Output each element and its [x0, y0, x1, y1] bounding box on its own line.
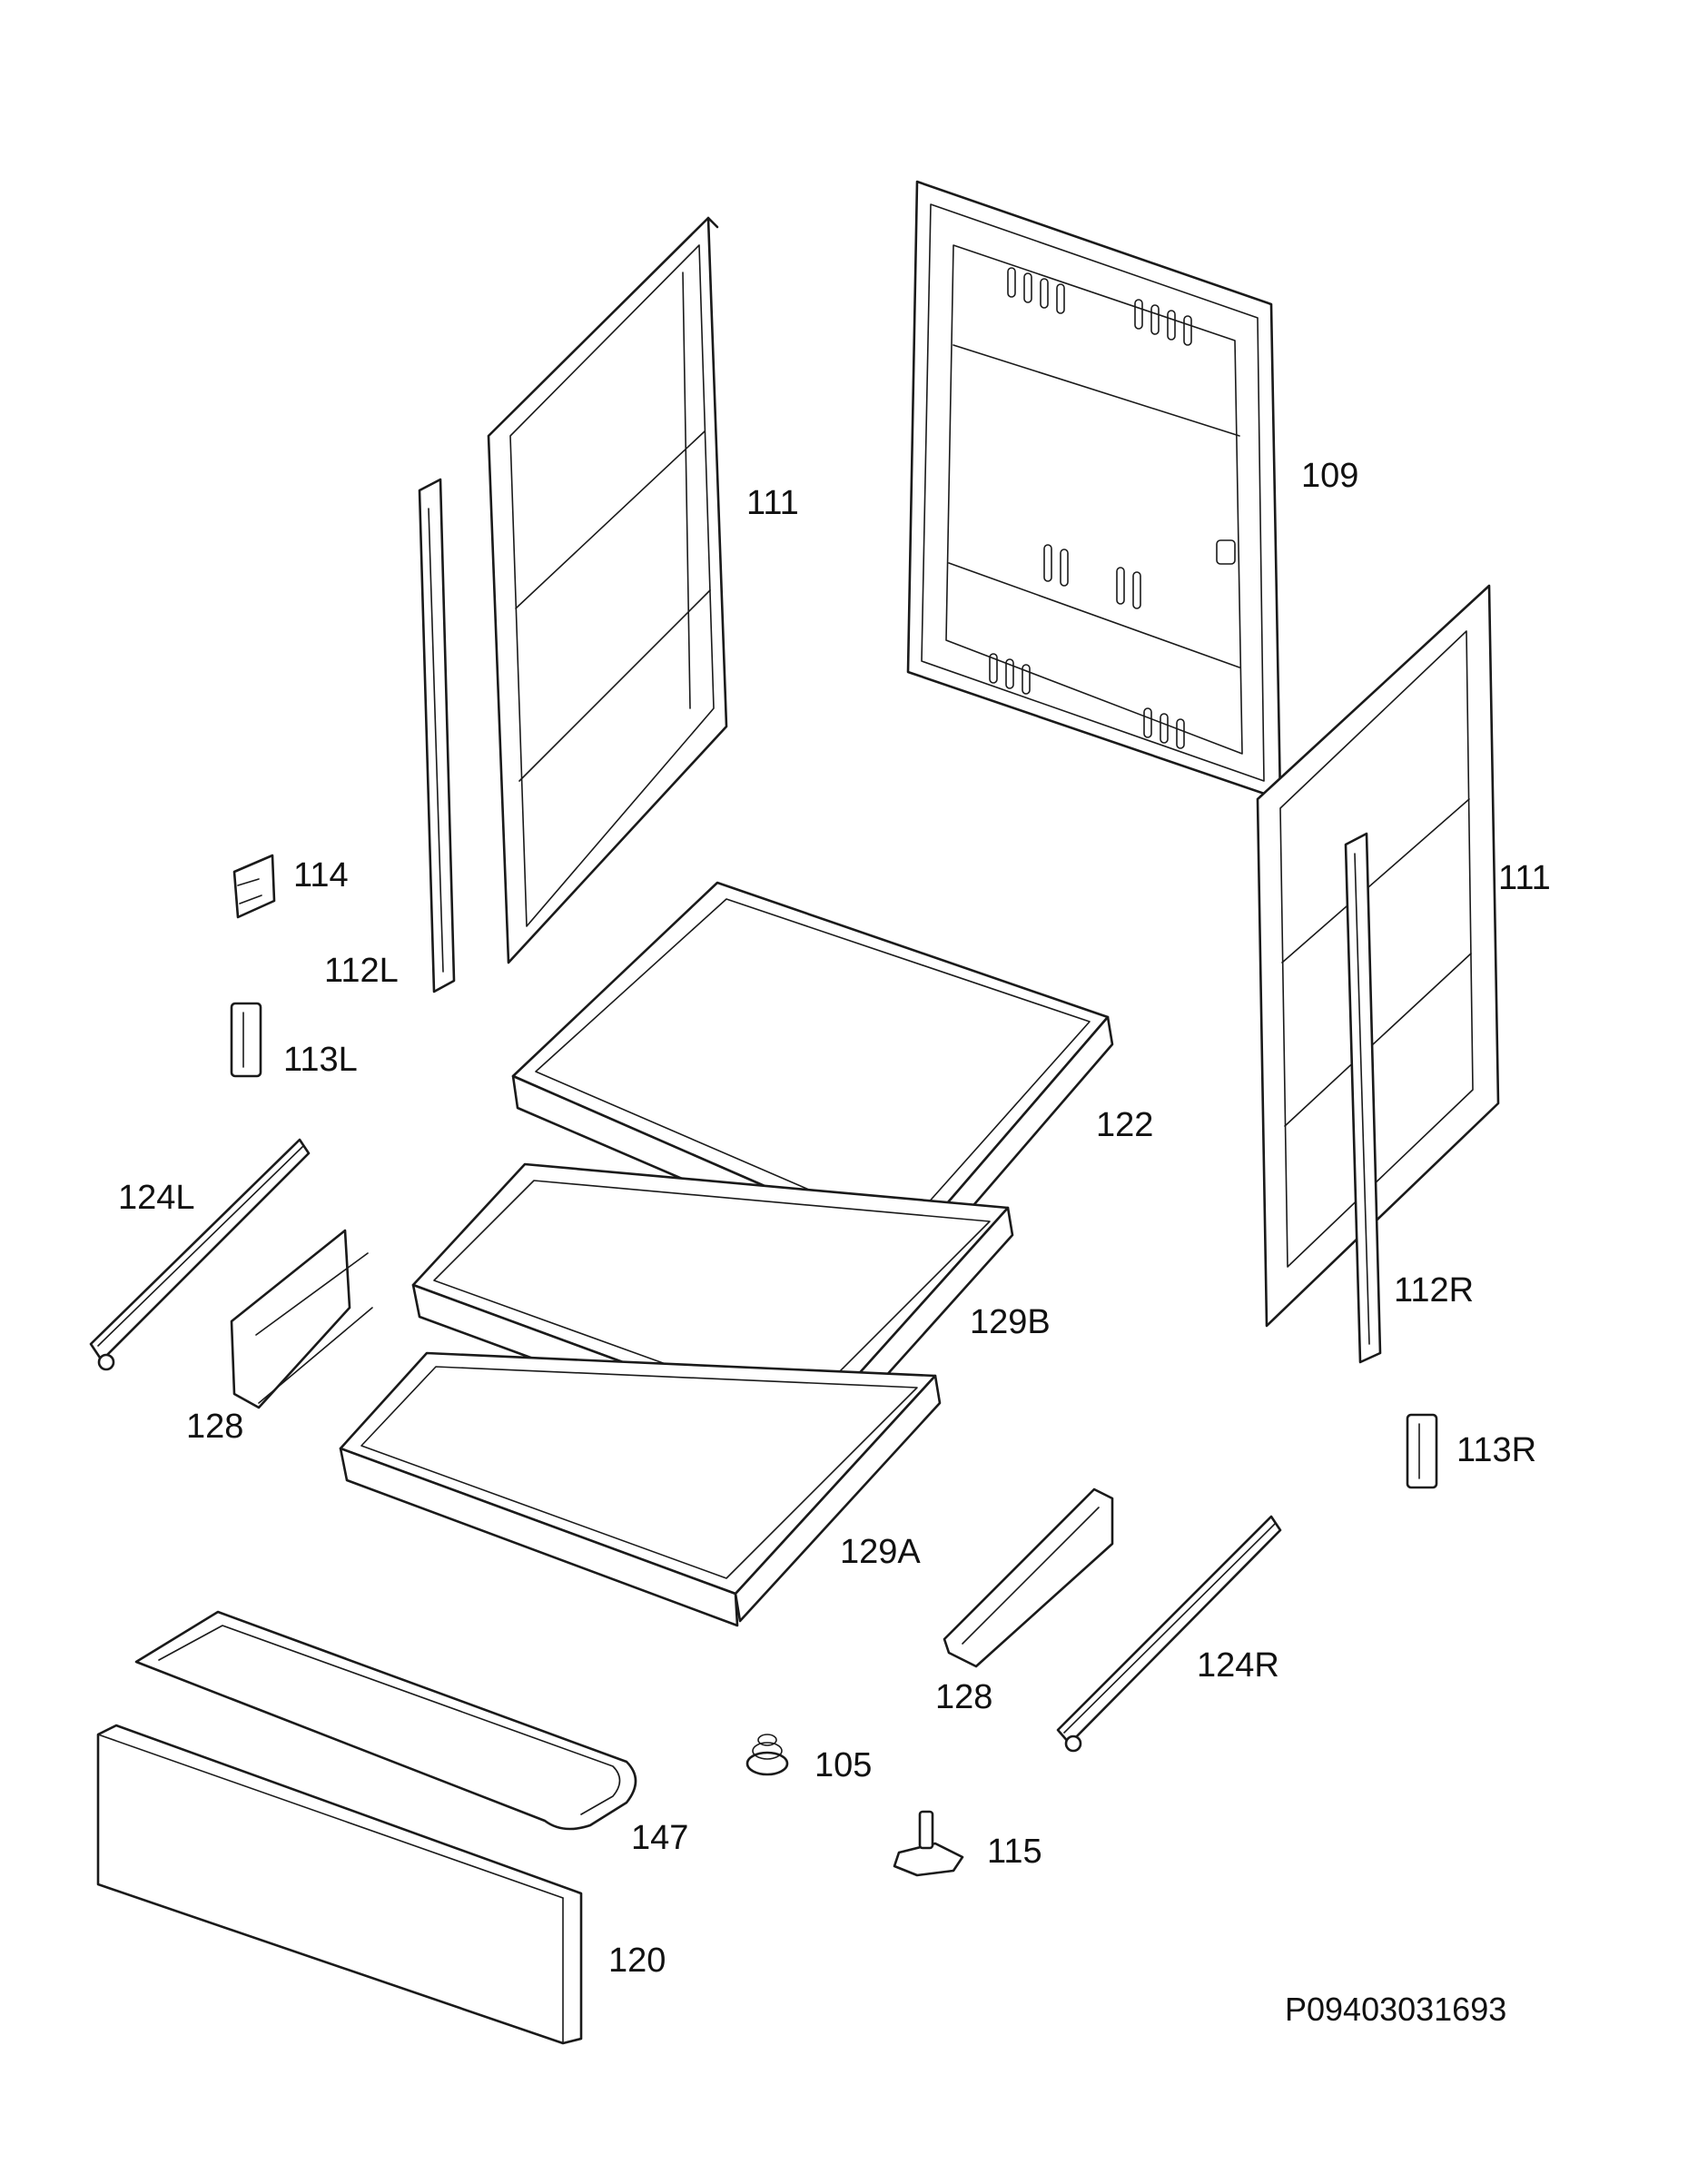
label-113L: 113L — [283, 1041, 358, 1079]
label-122: 122 — [1096, 1106, 1154, 1144]
label-111-left: 111 — [746, 484, 799, 522]
label-114: 114 — [293, 856, 349, 894]
part-124R-slide-rail — [1056, 1515, 1282, 1753]
label-115: 115 — [987, 1833, 1042, 1871]
label-105: 105 — [814, 1746, 873, 1784]
part-111-left-side-panel — [487, 216, 728, 964]
part-113R-hinge — [1406, 1413, 1438, 1489]
part-128-left-bracket — [230, 1229, 373, 1409]
part-109-back-panel — [906, 180, 1282, 801]
part-105-foot-cap — [745, 1734, 789, 1776]
label-128-right: 128 — [935, 1678, 993, 1716]
label-124R: 124R — [1197, 1646, 1279, 1685]
label-112L: 112L — [324, 952, 399, 990]
label-120: 120 — [608, 1942, 666, 1980]
part-147-storage-tray — [134, 1610, 637, 1831]
label-112R: 112R — [1394, 1271, 1475, 1309]
part-128-right-bracket — [943, 1487, 1114, 1668]
part-114-clip — [232, 854, 276, 919]
label-147: 147 — [631, 1819, 689, 1857]
part-124L-slide-rail — [89, 1138, 311, 1371]
label-111-right: 111 — [1498, 859, 1551, 897]
label-129B: 129B — [970, 1303, 1051, 1341]
part-113L-hinge — [230, 1002, 262, 1078]
part-129A-bottom-drawer — [339, 1351, 942, 1627]
part-111-right-side-panel — [1256, 584, 1500, 1328]
label-129A: 129A — [840, 1533, 921, 1571]
label-124L: 124L — [118, 1179, 195, 1217]
label-128-left: 128 — [186, 1408, 244, 1446]
label-109: 109 — [1301, 457, 1359, 495]
label-113R: 113R — [1456, 1431, 1537, 1469]
part-112R-front-rail — [1344, 832, 1382, 1364]
part-112L-front-rail — [418, 478, 456, 993]
drawing-code: P09403031693 — [1285, 1991, 1507, 2028]
part-120-drawer-front — [96, 1724, 583, 2045]
part-115-leveling-foot — [893, 1810, 964, 1877]
